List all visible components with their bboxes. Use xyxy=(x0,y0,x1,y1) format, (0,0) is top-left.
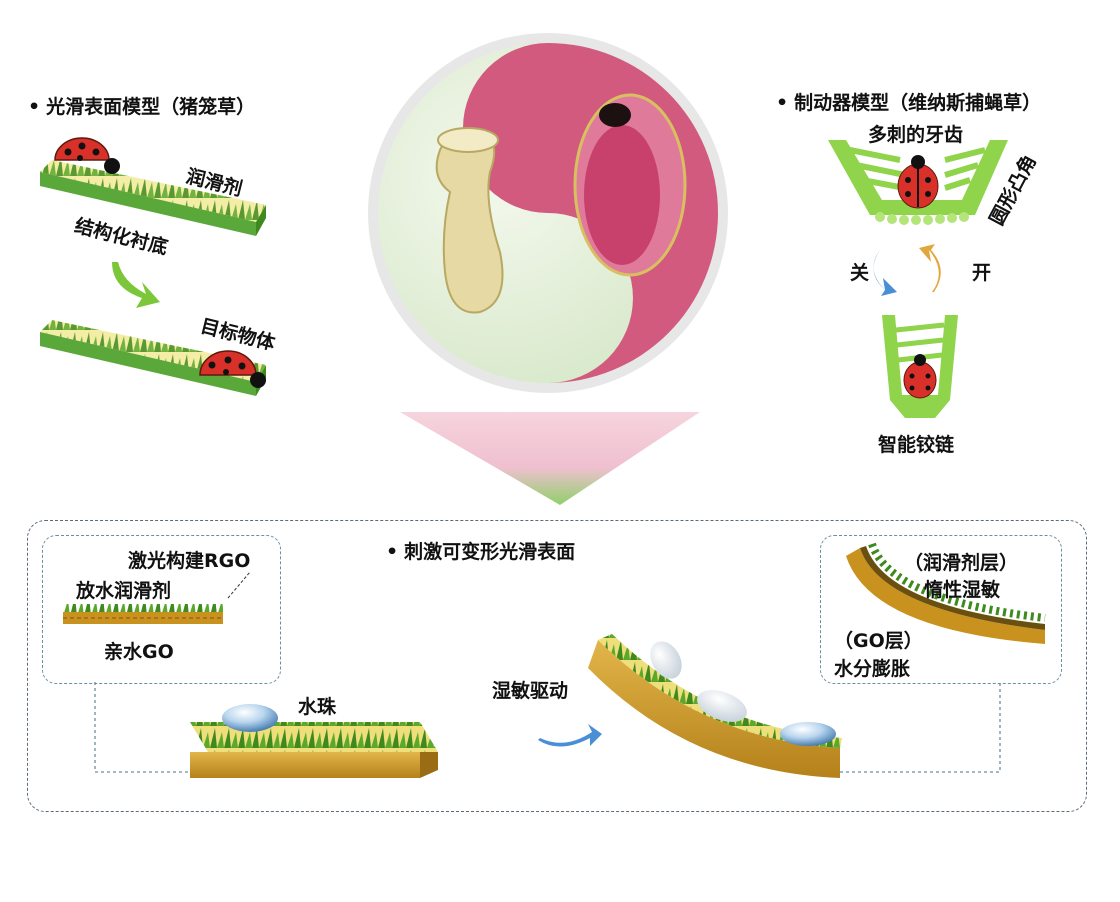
ladybug-icon xyxy=(897,155,939,209)
open-label: 开 xyxy=(972,262,992,284)
droplet-label: 水珠 xyxy=(298,696,337,718)
go-layer-label: （GO层） xyxy=(834,630,923,652)
bottom-panel-frame xyxy=(27,520,1087,812)
left-inset xyxy=(42,535,281,684)
water-droplet xyxy=(222,704,278,732)
curved-surface xyxy=(588,634,842,778)
trap-closed xyxy=(882,315,958,418)
teeth-label: 多刺的牙齿 xyxy=(868,124,964,146)
ladybug-icon xyxy=(903,354,937,399)
focus-fan xyxy=(400,412,700,505)
left-panel-title: 光滑表面模型（猪笼草） xyxy=(28,92,255,119)
bent-layer-strip xyxy=(846,542,1046,644)
open-arrow-icon xyxy=(919,244,941,292)
drive-arrow-icon xyxy=(538,724,602,747)
ladybug-icon xyxy=(54,137,120,174)
green-curved-arrow xyxy=(112,262,160,308)
humidity-drive-label: 湿敏驱动 xyxy=(492,680,569,702)
right-inset xyxy=(820,535,1062,684)
inert-humidity-label: 惰性湿敏 xyxy=(924,579,1001,601)
hydrophilic-go-label: 亲水GO xyxy=(104,641,174,663)
bottom-panel-title: 刺激可变形光滑表面 xyxy=(386,537,575,564)
hinge-label: 智能铰链 xyxy=(878,434,955,456)
hydrophobic-lubricant-label: 放水润滑剂 xyxy=(76,580,172,602)
plant-photo-circle xyxy=(368,33,728,393)
right-panel-title: 制动器模型（维纳斯捕蝇草） xyxy=(776,88,1041,115)
left-surface-top xyxy=(40,137,266,236)
trap-open xyxy=(828,140,1008,225)
laser-rgo-label: 激光构建RGO xyxy=(128,550,251,572)
ladybug-icon xyxy=(199,350,266,388)
lubricant-layer-label: （润滑剂层） xyxy=(904,552,1019,574)
water-swelling-label: 水分膨胀 xyxy=(834,658,911,680)
layer-strip xyxy=(63,571,251,624)
close-arrow-icon xyxy=(873,250,897,296)
close-label: 关 xyxy=(850,262,870,284)
flat-surface xyxy=(190,704,438,778)
left-surface-bottom xyxy=(40,320,266,396)
